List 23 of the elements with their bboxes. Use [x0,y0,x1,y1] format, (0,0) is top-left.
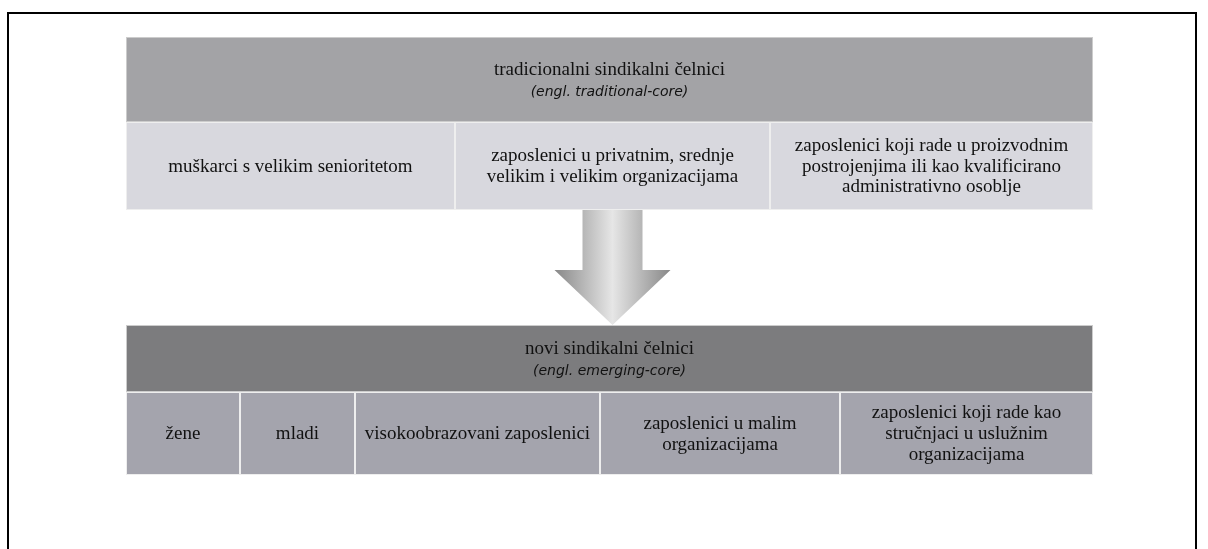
category-box [600,392,840,475]
category-label: zaposlenici koji rade u proizvodnim postrojenjima ili kao kvalificirano administrativno osoblje [793,134,1070,198]
category-label: zaposlenici u malim organizacijama [642,412,798,455]
subtitle: (engl. traditional-core) [530,84,689,100]
header-box [126,325,1093,392]
category-label: visokoobrazovani zaposlenici [364,423,591,444]
title: novi sindikalni čelnici [525,338,694,360]
block-arrow [554,210,671,325]
category-label: zaposlenici koji rade kao stručnjaci u uslužnim organizacijama [870,402,1063,465]
category-box [355,392,600,475]
category-box [455,122,770,210]
category-label: mladi [275,423,320,444]
category-box [840,392,1093,475]
category-box [770,122,1093,210]
header-box [126,37,1093,122]
category-label: zaposlenici u privatnim, srednje velikim i velikim organizacijama [485,145,740,187]
subtitle: (engl. emerging-core) [533,363,686,379]
category-label: muškarci s velikim senioritetom [168,155,413,177]
category-box [126,392,240,475]
category-box [240,392,355,475]
title: tradicionalni sindikalni čelnici [493,59,726,81]
category-box [126,122,455,210]
category-label: žene [165,423,201,444]
